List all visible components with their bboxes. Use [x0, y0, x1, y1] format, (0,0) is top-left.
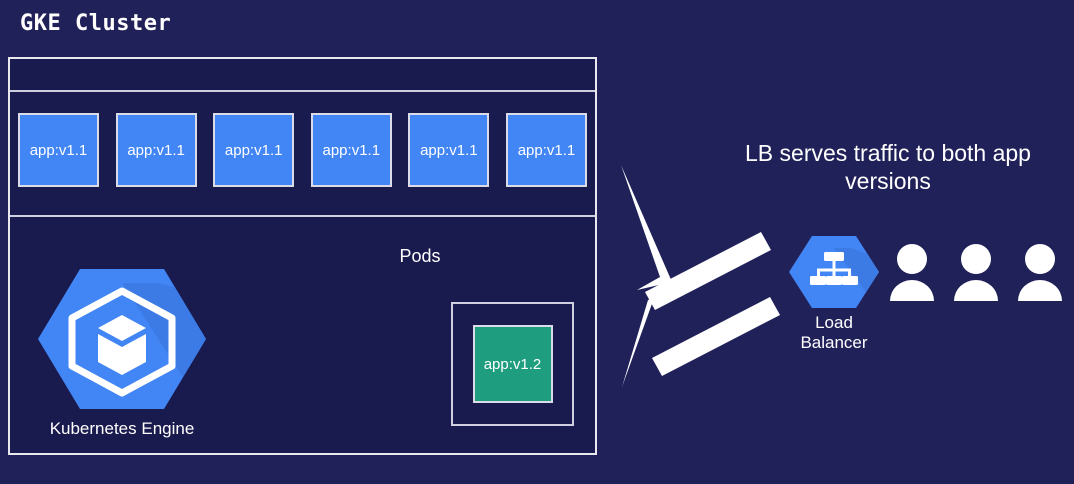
pod-item[interactable]: app:v1.1: [115, 113, 197, 187]
user-icon: [1018, 244, 1062, 301]
pod-label: app:v1.1: [224, 141, 283, 159]
kubernetes-engine-hexagon-icon: [38, 265, 206, 413]
load-balancer-caption: Load Balancer: [780, 313, 888, 354]
cluster-boundary-box: app:v1.1 app:v1.1 app:v1.1 app:v1.1 app:…: [8, 57, 597, 455]
new-version-pod-label: app:v1.2: [483, 355, 542, 373]
arrow-lb-to-v1-2: [621, 273, 780, 388]
new-version-pod-container: app:v1.2: [451, 302, 574, 426]
pod-label: app:v1.1: [29, 141, 88, 159]
users-group: [888, 243, 1064, 301]
pod-label: app:v1.1: [420, 141, 478, 159]
load-balancer-group: Load Balancer: [780, 234, 888, 354]
load-balancer-caption-line1: Load: [815, 313, 853, 332]
user-icon: [954, 244, 998, 301]
user-icon: [890, 244, 934, 301]
page-title: GKE Cluster: [20, 11, 172, 36]
cluster-divider-bottom: [10, 215, 595, 217]
pod-label: app:v1.1: [517, 141, 576, 159]
new-version-pod[interactable]: app:v1.2: [472, 325, 553, 403]
kubernetes-engine-caption: Kubernetes Engine: [49, 419, 195, 438]
lb-description: LB serves traffic to both app versions: [716, 139, 1060, 195]
pod-item[interactable]: app:v1.1: [408, 113, 490, 187]
lb-description-line1: LB serves traffic to both app: [745, 140, 1031, 166]
cluster-divider-top: [10, 90, 595, 92]
pod-row: app:v1.1 app:v1.1 app:v1.1 app:v1.1 app:…: [18, 113, 587, 187]
pod-label: app:v1.1: [127, 141, 185, 159]
pod-item[interactable]: app:v1.1: [18, 113, 99, 187]
pod-item[interactable]: app:v1.1: [310, 113, 392, 187]
arrow-lb-to-pods-down: [622, 276, 780, 387]
load-balancer-hexagon-icon: [789, 234, 879, 310]
pod-label: app:v1.1: [322, 141, 381, 159]
kubernetes-engine-group: Kubernetes Engine: [32, 265, 212, 439]
pod-item[interactable]: app:v1.1: [213, 113, 295, 187]
pod-item[interactable]: app:v1.1: [505, 113, 587, 187]
load-balancer-caption-line2: Balancer: [800, 333, 868, 353]
pods-section-label: Pods: [399, 246, 441, 266]
lb-description-line2: versions: [845, 168, 931, 195]
